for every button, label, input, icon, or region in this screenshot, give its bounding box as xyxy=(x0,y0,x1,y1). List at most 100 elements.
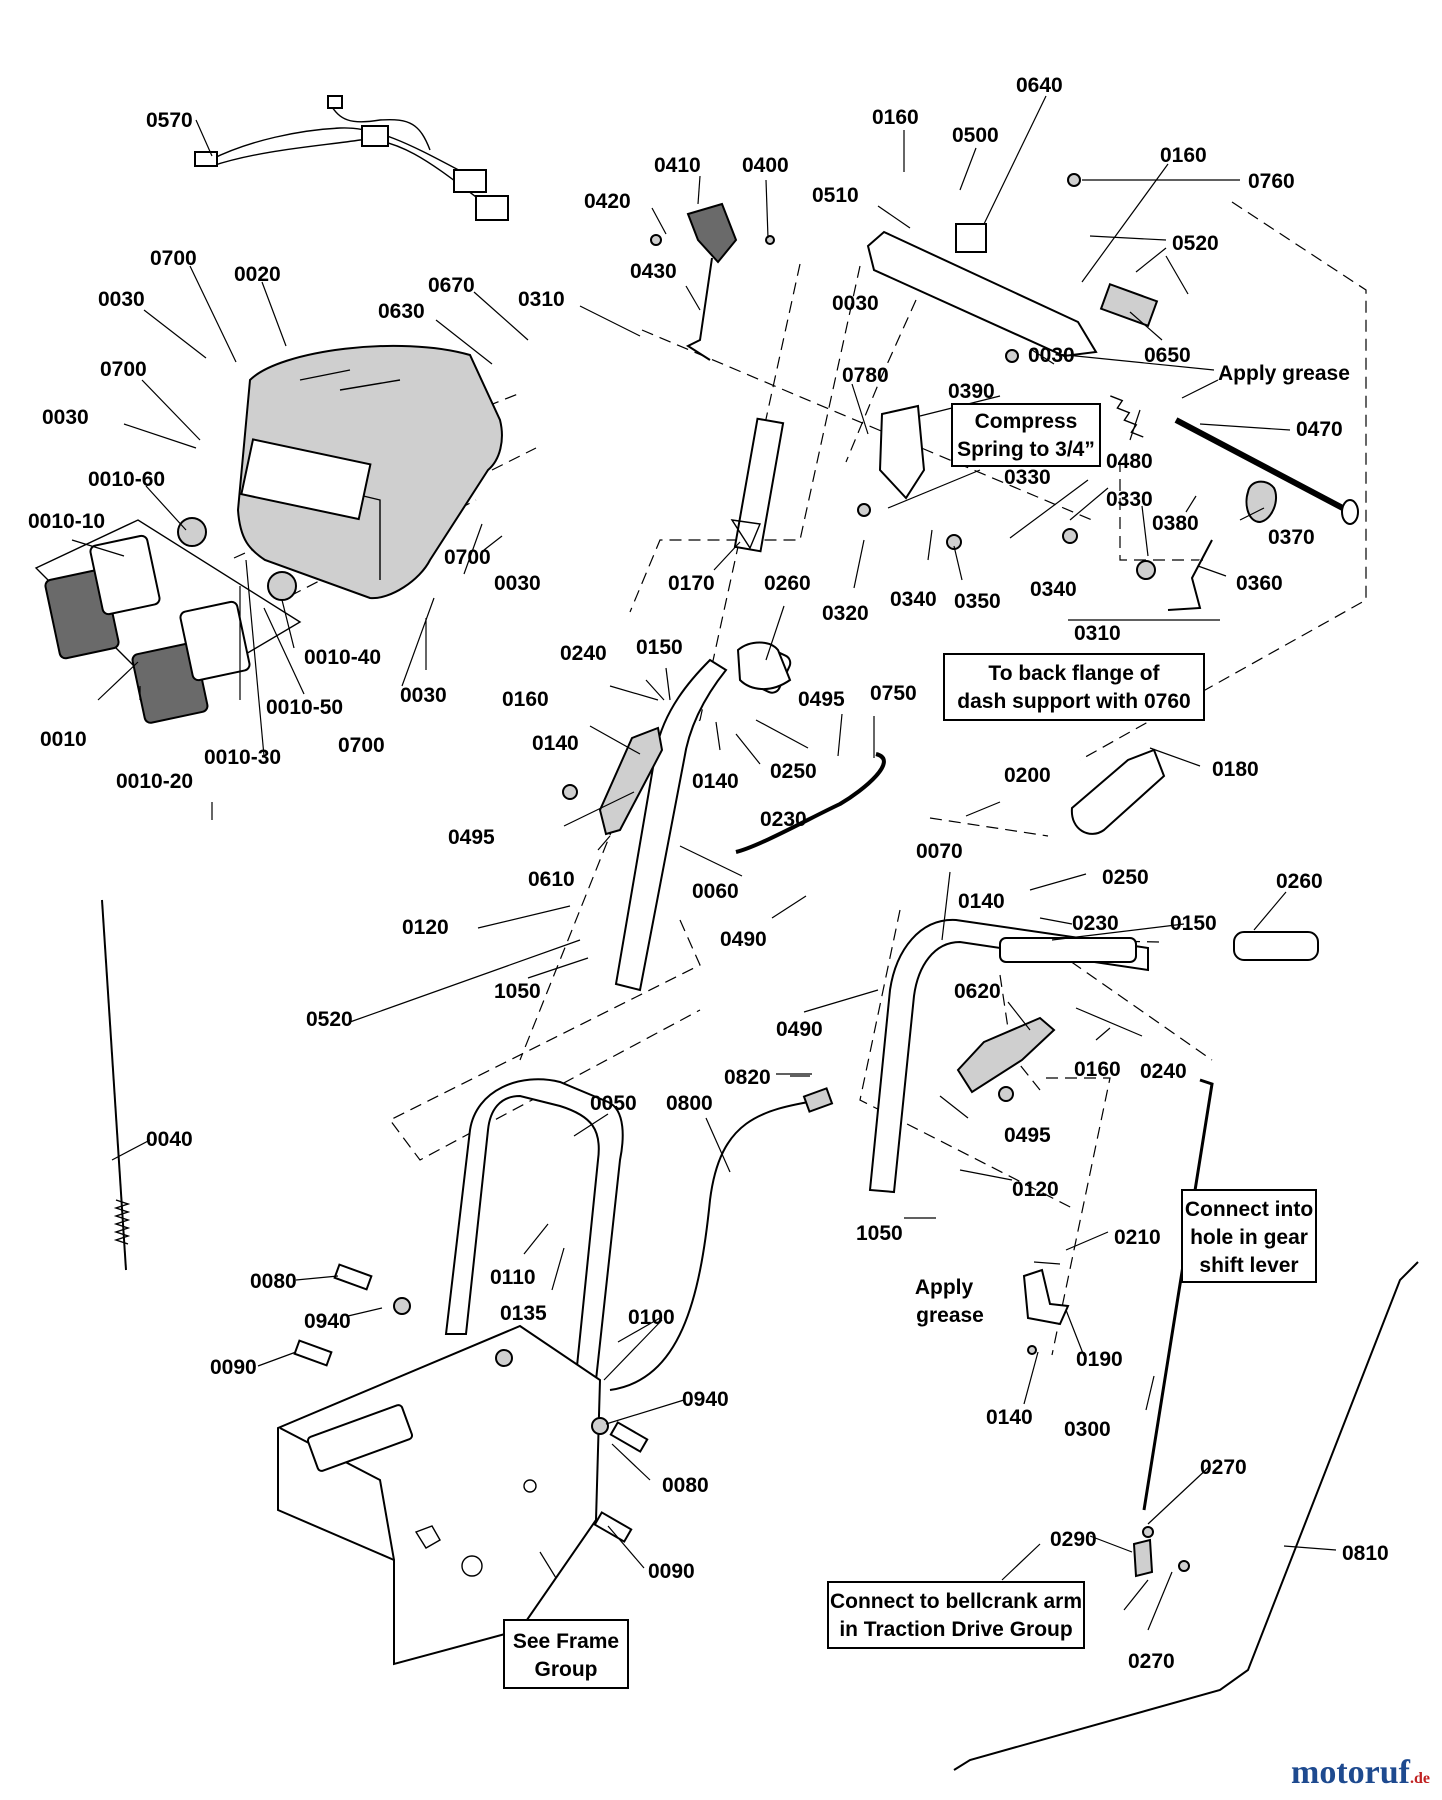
part-label: 0270 xyxy=(1200,1456,1247,1479)
part-label: 0350 xyxy=(954,590,1001,613)
part-label: 0030 xyxy=(98,288,145,311)
cable-0800 xyxy=(609,1087,834,1391)
part-label: 0800 xyxy=(666,1092,713,1115)
part-label: 0670 xyxy=(428,274,475,297)
part-label: 0020 xyxy=(234,263,281,286)
note-line: Connect into xyxy=(1185,1198,1313,1221)
part-label: 0080 xyxy=(250,1270,297,1293)
part-label: 0290 xyxy=(1050,1528,1097,1551)
part-label: 0030 xyxy=(400,684,447,707)
note-line: shift lever xyxy=(1199,1254,1298,1277)
part-label: 1050 xyxy=(494,980,541,1003)
shift-lever-0410 xyxy=(685,202,738,361)
headlight-assembly-0010 xyxy=(34,517,302,724)
part-label: 0140 xyxy=(958,890,1005,913)
part-label: 0650 xyxy=(1144,344,1191,367)
note-line: hole in gear xyxy=(1190,1226,1308,1249)
part-label: 0010-40 xyxy=(304,646,381,669)
note-line: Spring to 3/4” xyxy=(957,438,1095,461)
part-label: 0250 xyxy=(770,760,817,783)
part-label: 0230 xyxy=(1072,912,1119,935)
part-label: 0030 xyxy=(42,406,89,429)
part-label: 0495 xyxy=(798,688,845,711)
part-label: 0030 xyxy=(832,292,879,315)
part-label: 0260 xyxy=(764,572,811,595)
note-apply-grease-top: Apply grease xyxy=(1218,362,1350,385)
part-label: 0100 xyxy=(628,1306,675,1329)
part-label: 0490 xyxy=(776,1018,823,1041)
part-label: 0060 xyxy=(692,880,739,903)
watermark-logo: motoruf.de xyxy=(1291,1754,1430,1792)
part-label: 0490 xyxy=(720,928,767,951)
part-label: 0135 xyxy=(500,1302,547,1325)
part-label: 0330 xyxy=(1004,466,1051,489)
upper-handle-right-0070 xyxy=(868,918,1319,1194)
bracket-0190 xyxy=(1022,1268,1070,1326)
control-rod-0750 xyxy=(735,752,886,854)
part-label: 0080 xyxy=(662,1474,709,1497)
part-label: 0250 xyxy=(1102,866,1149,889)
part-label: 0520 xyxy=(1172,232,1219,255)
note-line: in Traction Drive Group xyxy=(839,1618,1072,1641)
cable-0040 xyxy=(101,899,131,1271)
part-label: 0820 xyxy=(724,1066,771,1089)
part-label: 0430 xyxy=(630,260,677,283)
part-label: 0470 xyxy=(1296,418,1343,441)
bellcrank-0290 xyxy=(1132,1538,1154,1578)
note-line: Compress xyxy=(975,410,1078,433)
part-label: 0780 xyxy=(842,364,889,387)
part-label: 0940 xyxy=(682,1388,729,1411)
note-line: Apply grease xyxy=(1218,362,1350,385)
note-line: See Frame xyxy=(513,1630,619,1653)
part-label: 0150 xyxy=(1170,912,1217,935)
part-label: 0260 xyxy=(1276,870,1323,893)
note-line: Connect to bellcrank arm xyxy=(830,1590,1082,1613)
part-label: 0330 xyxy=(1106,488,1153,511)
part-label: 0040 xyxy=(146,1128,193,1151)
part-label: 0620 xyxy=(954,980,1001,1003)
part-label: 0380 xyxy=(1152,512,1199,535)
part-label: 0700 xyxy=(444,546,491,569)
part-label: 0340 xyxy=(1030,578,1077,601)
spring-0480 xyxy=(1110,395,1144,438)
part-label: 0700 xyxy=(100,358,147,381)
part-label: 0120 xyxy=(1012,1178,1059,1201)
part-label: 0010 xyxy=(40,728,87,751)
part-label: 0750 xyxy=(870,682,917,705)
shift-rod-0470 xyxy=(1174,417,1359,525)
part-label: 0160 xyxy=(1160,144,1207,167)
part-label: 0230 xyxy=(760,808,807,831)
note-frame-group: See Frame Group xyxy=(503,1619,629,1689)
leader-lines xyxy=(71,95,1337,1631)
part-label: 0160 xyxy=(502,688,549,711)
part-label: 0420 xyxy=(584,190,631,213)
dash-support-0510 xyxy=(866,223,1159,358)
part-label: 0070 xyxy=(916,840,963,863)
note-line: grease xyxy=(916,1304,984,1327)
part-label: 0110 xyxy=(490,1266,536,1289)
handle-bracket-0610 xyxy=(598,726,664,836)
knob-0370 xyxy=(1245,480,1278,524)
part-label: 0050 xyxy=(590,1092,637,1115)
part-label: 0760 xyxy=(1248,170,1295,193)
wire-harness-0570 xyxy=(194,95,509,221)
part-label: 0495 xyxy=(1004,1124,1051,1147)
part-label: 0940 xyxy=(304,1310,351,1333)
part-labels: 0570 0700 0020 0030 0670 0630 0310 0420 … xyxy=(28,74,1389,1673)
part-label: 0120 xyxy=(402,916,449,939)
upper-handle-left-0060 xyxy=(614,641,792,992)
watermark-suffix: .de xyxy=(1410,1770,1430,1787)
watermark-brand: motoruf xyxy=(1291,1754,1410,1791)
part-label: 0500 xyxy=(952,124,999,147)
part-label: 0140 xyxy=(532,732,579,755)
shift-rod-0300 xyxy=(1142,1078,1214,1511)
hardware-fasteners xyxy=(293,173,1190,1572)
part-label: 0030 xyxy=(1028,344,1075,367)
part-label: 0340 xyxy=(890,588,937,611)
note-connect-shift-lever: Connect into hole in gear shift lever xyxy=(1181,1189,1317,1283)
part-label: 0140 xyxy=(692,770,739,793)
part-label: 0630 xyxy=(378,300,425,323)
part-label: 0810 xyxy=(1342,1542,1389,1565)
part-label: 0640 xyxy=(1016,74,1063,97)
